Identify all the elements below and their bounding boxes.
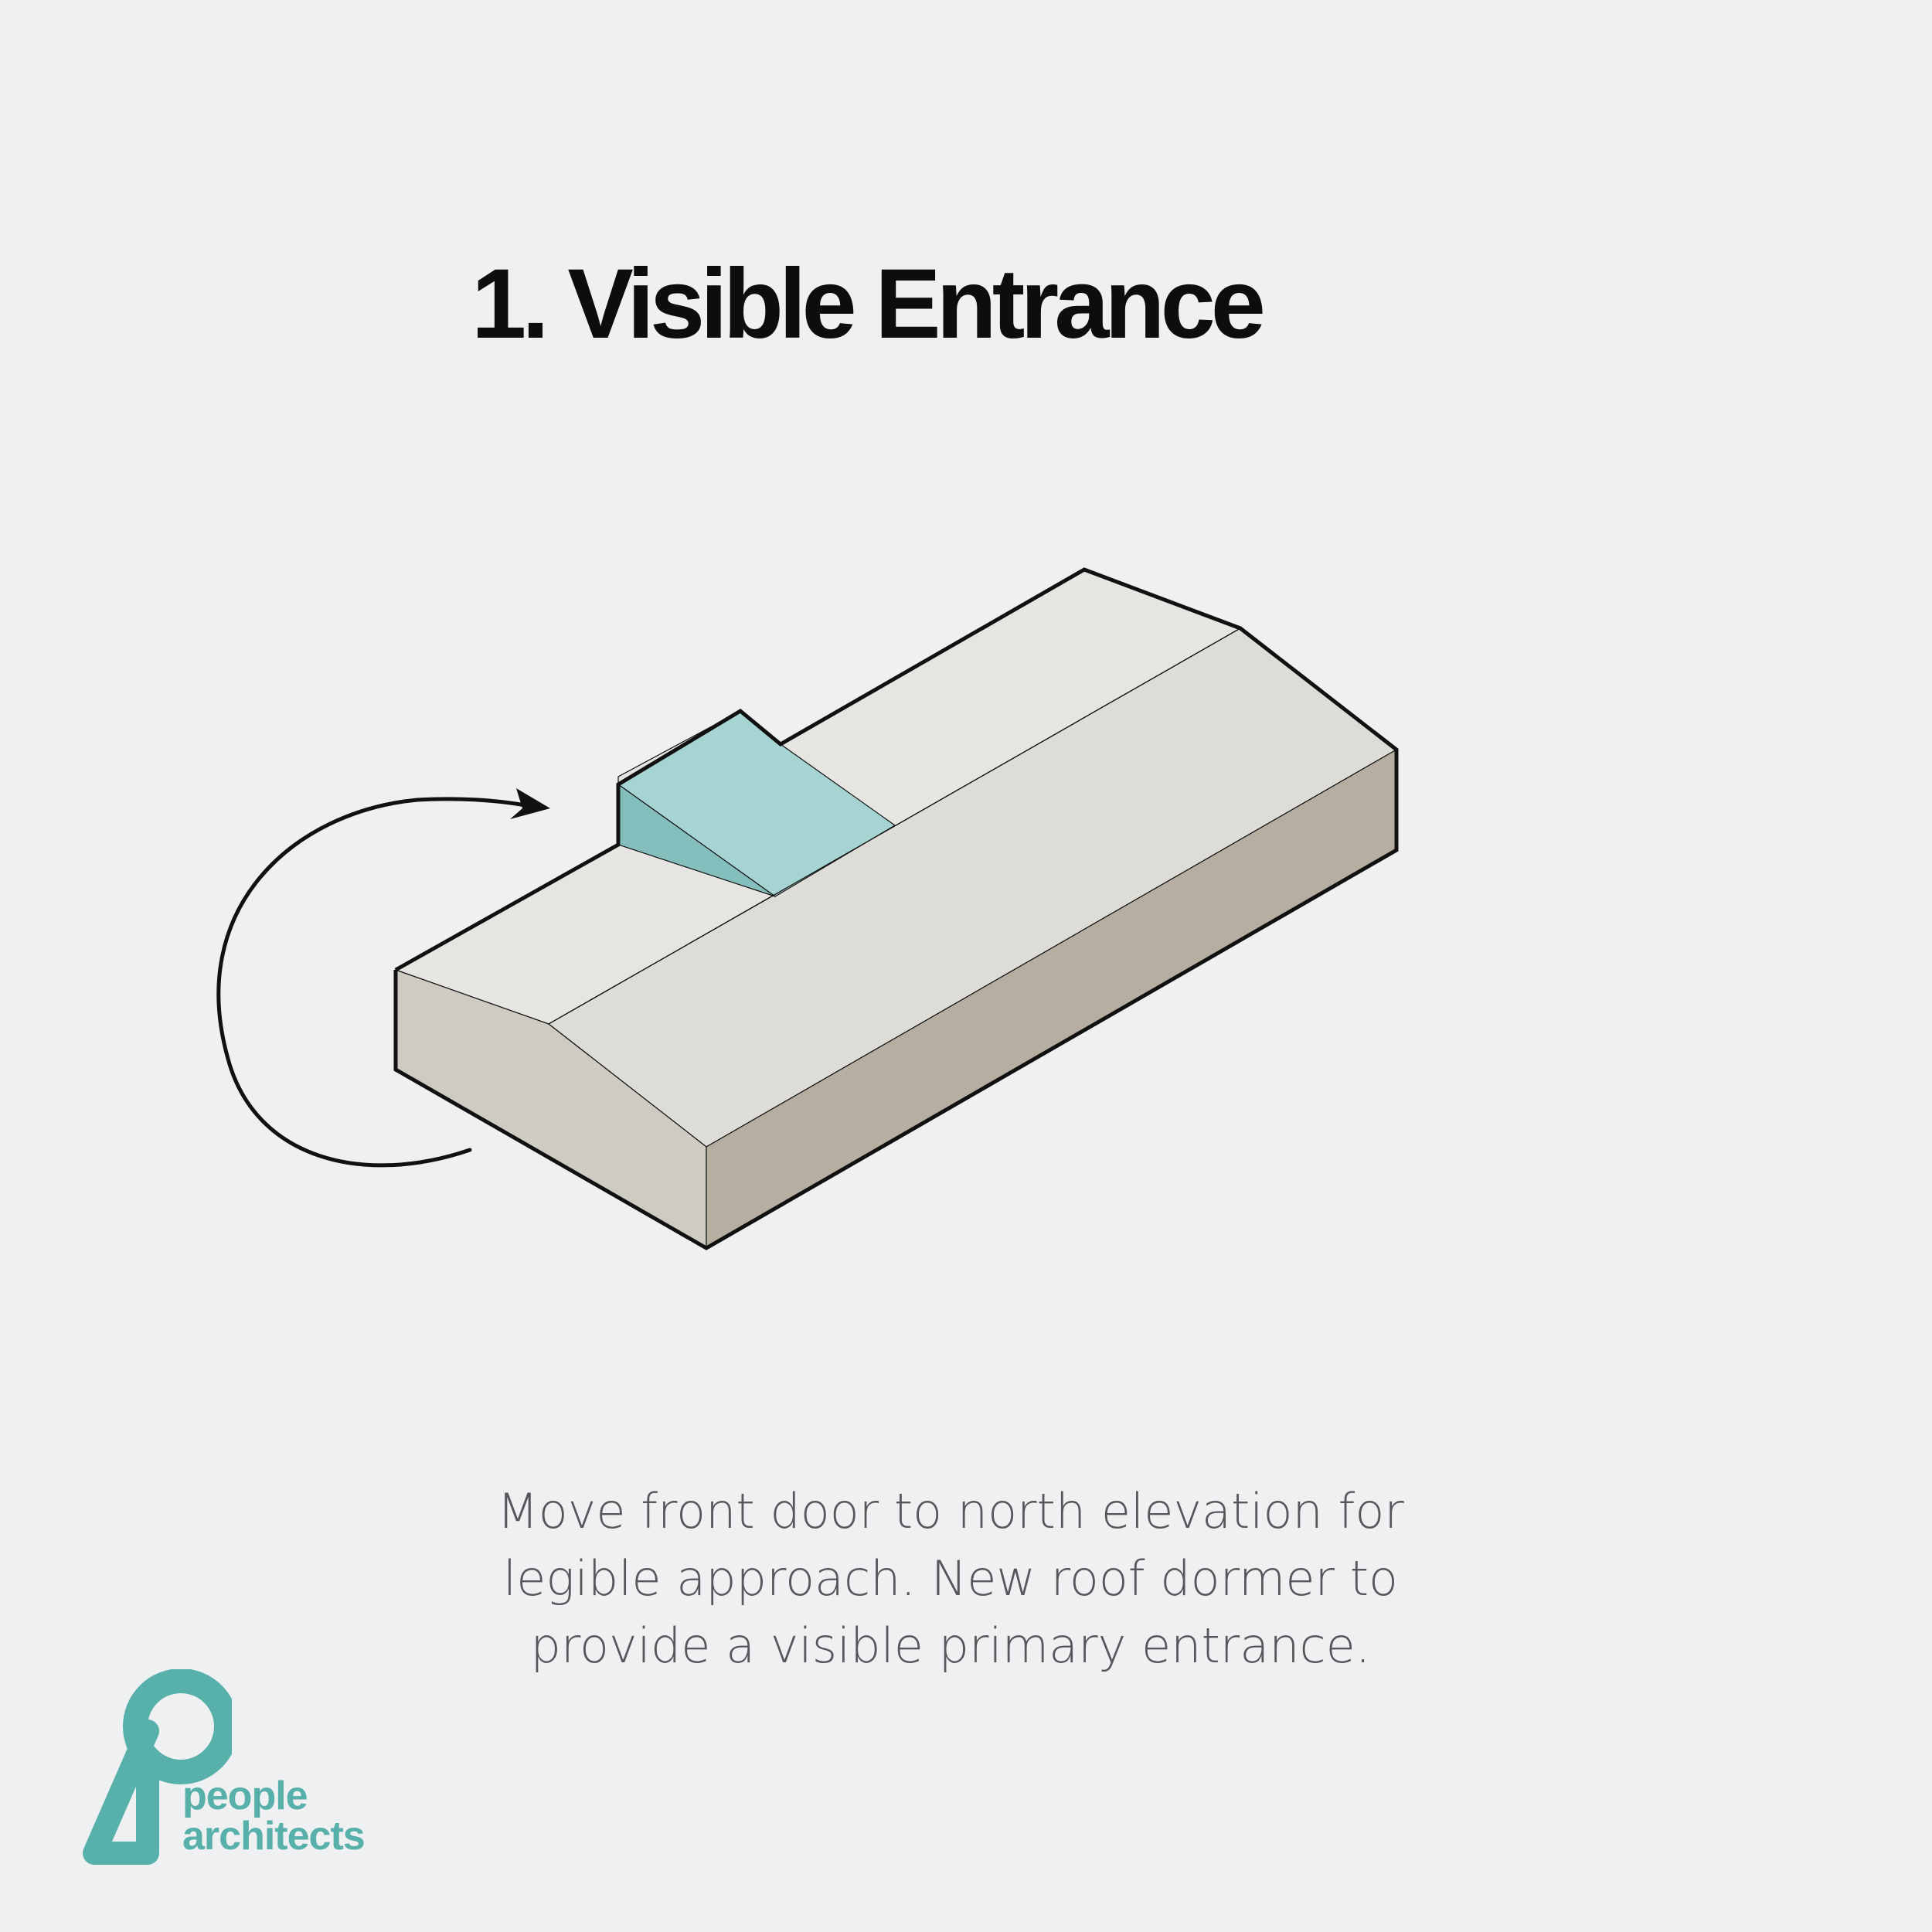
logo-wordmark: people architects (182, 1774, 366, 1859)
relocation-arrow (216, 797, 528, 1168)
page-title: 1. Visible Entrance (471, 249, 1266, 359)
caption-line-3: provide a visible primary entrance. (530, 1617, 1371, 1674)
people-architects-logo-icon (83, 1669, 232, 1865)
logo-word-people: people (182, 1774, 308, 1818)
arrowhead-icon (510, 788, 550, 819)
description-text: Move front door to north elevation for l… (417, 1478, 1484, 1679)
building-outline (393, 567, 1399, 1250)
ridge-line (548, 628, 1241, 1025)
caption-line-2: legible approach. New roof dormer to (503, 1550, 1398, 1607)
logo-word-architects: architects (182, 1814, 366, 1859)
caption-line-1: Move front door to north elevation for (497, 1483, 1404, 1539)
